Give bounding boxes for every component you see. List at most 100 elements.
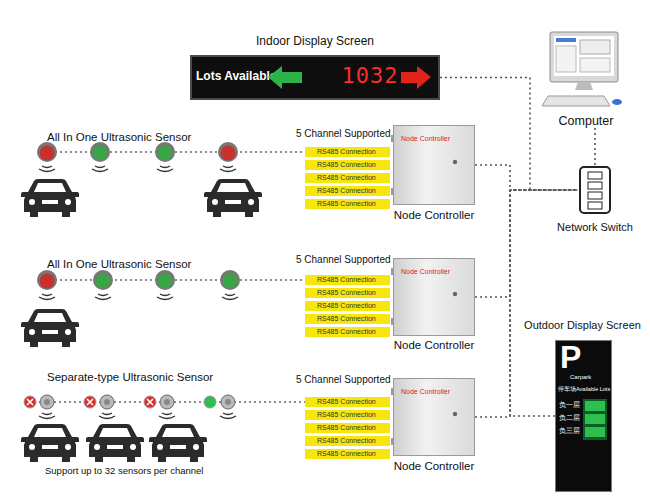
sensor-bus-line bbox=[40, 279, 305, 281]
hinge bbox=[391, 438, 394, 445]
node-label: Node Controller bbox=[379, 460, 489, 474]
node-label: RS485 Connection bbox=[305, 436, 390, 446]
network-switch-node: Network Switch bbox=[578, 165, 612, 215]
car-icon bbox=[21, 179, 79, 217]
node-label: Node Controller bbox=[401, 135, 450, 143]
lock-dot bbox=[453, 412, 457, 416]
rs485-connection-box: RS485 Connection bbox=[305, 449, 390, 459]
switch-port bbox=[588, 192, 602, 199]
hinge bbox=[391, 135, 394, 142]
sensor-light bbox=[93, 146, 108, 161]
sensor-probe-core bbox=[164, 399, 170, 405]
indicator-light bbox=[24, 396, 36, 408]
rs485-connection-box: RS485 Connection bbox=[305, 410, 390, 420]
sensor-probe bbox=[160, 395, 174, 409]
node-label: RS485 Connection bbox=[305, 173, 390, 183]
lock-dot bbox=[453, 292, 457, 296]
node-label: Indoor Display Screen bbox=[190, 34, 440, 48]
node-label: Carpark bbox=[570, 374, 591, 381]
rs485-connection-box: RS485 Connection bbox=[305, 301, 390, 311]
monitor-frame bbox=[550, 32, 618, 82]
indicator-cross bbox=[27, 399, 33, 405]
rs485-connection-box: RS485 Connection bbox=[305, 186, 390, 196]
sensor-bezel bbox=[220, 270, 240, 290]
car-icon bbox=[21, 424, 79, 462]
screen-panel bbox=[580, 40, 610, 54]
sensor-probe bbox=[221, 395, 235, 409]
node-label: RS485 Connection bbox=[305, 288, 390, 298]
sensor-probe bbox=[40, 395, 54, 409]
switch-port bbox=[588, 202, 602, 209]
annotation-label: 5 Channel Supported bbox=[296, 374, 391, 386]
rs485-connection-box: RS485 Connection bbox=[305, 147, 390, 157]
annotation-label: All In One Ultrasonic Sensor bbox=[47, 131, 191, 145]
sensor-wave bbox=[99, 413, 115, 419]
car-icon bbox=[21, 309, 79, 347]
sensor-light bbox=[158, 274, 173, 289]
red-arrow bbox=[401, 66, 431, 89]
rs485-connection-box: RS485 Connection bbox=[305, 397, 390, 407]
indicator-cross bbox=[147, 399, 153, 405]
node-label: RS485 Connection bbox=[305, 449, 390, 459]
sensor-wave bbox=[157, 166, 173, 172]
sensor-wave bbox=[92, 166, 108, 172]
sensor-light bbox=[40, 146, 55, 161]
annotation-label: Separate-type Ultrasonic Sensor bbox=[47, 371, 213, 385]
network-link bbox=[440, 78, 578, 191]
node-controller-box: Node ControllerNode Controller bbox=[393, 125, 475, 205]
annotation-label: All In One Ultrasonic Sensor bbox=[47, 258, 191, 272]
rs485-connection-box: RS485 Connection bbox=[305, 327, 390, 337]
sensor-wave bbox=[39, 294, 55, 300]
sensor-bezel bbox=[37, 270, 57, 290]
sensor-bezel bbox=[155, 270, 175, 290]
indoor-display: Indoor Display ScreenLots Available1032 bbox=[190, 55, 440, 100]
node-label: RS485 Connection bbox=[305, 275, 390, 285]
switch-port bbox=[588, 182, 602, 189]
switch-body bbox=[580, 167, 610, 213]
screen-bar bbox=[556, 38, 576, 42]
sensor-wave bbox=[157, 294, 173, 300]
sensor-wave bbox=[222, 294, 238, 300]
sensor-light bbox=[96, 274, 111, 289]
node-label: RS485 Connection bbox=[305, 397, 390, 407]
node-label: Node Controller bbox=[379, 209, 489, 223]
sensor-bezel bbox=[155, 142, 175, 162]
screen-panel bbox=[580, 58, 610, 72]
node-label: Node Controller bbox=[379, 339, 489, 353]
node-label: 停车场 bbox=[558, 386, 576, 393]
node-label: RS485 Connection bbox=[305, 327, 390, 337]
lock-dot bbox=[453, 160, 457, 164]
rs485-connection-box: RS485 Connection bbox=[305, 275, 390, 285]
node-label: RS485 Connection bbox=[305, 314, 390, 324]
monitor-stand bbox=[575, 82, 593, 90]
node-label: Node Controller bbox=[401, 388, 450, 396]
rs485-connection-box: RS485 Connection bbox=[305, 160, 390, 170]
rs485-connection-box: RS485 Connection bbox=[305, 423, 390, 433]
annotation-label: 5 Channel Supported bbox=[296, 128, 391, 140]
sensor-wave bbox=[39, 166, 55, 172]
hinge bbox=[391, 188, 394, 195]
car-icon bbox=[149, 424, 207, 462]
hinge bbox=[391, 318, 394, 325]
switch-port bbox=[588, 172, 602, 179]
car-icon bbox=[86, 424, 144, 462]
sensor-wave bbox=[159, 413, 175, 419]
rs485-connection-box: RS485 Connection bbox=[305, 173, 390, 183]
node-label: Outdoor Display Screen bbox=[510, 319, 650, 332]
led-row bbox=[585, 414, 605, 424]
sensor-bezel bbox=[90, 142, 110, 162]
rs485-connection-box: RS485 Connection bbox=[305, 199, 390, 209]
sensor-probe-core bbox=[225, 399, 231, 405]
mouse bbox=[612, 99, 622, 105]
rs485-connection-box: RS485 Connection bbox=[305, 314, 390, 324]
sensor-light bbox=[40, 274, 55, 289]
led-row bbox=[585, 401, 605, 411]
sensor-bus-line bbox=[40, 151, 305, 153]
node-label: Available Lots bbox=[576, 386, 610, 393]
led-panel bbox=[583, 399, 607, 440]
sensor-probe bbox=[100, 395, 114, 409]
network-link bbox=[510, 190, 578, 416]
indicator-light bbox=[204, 396, 216, 408]
node-label: RS485 Connection bbox=[305, 410, 390, 420]
